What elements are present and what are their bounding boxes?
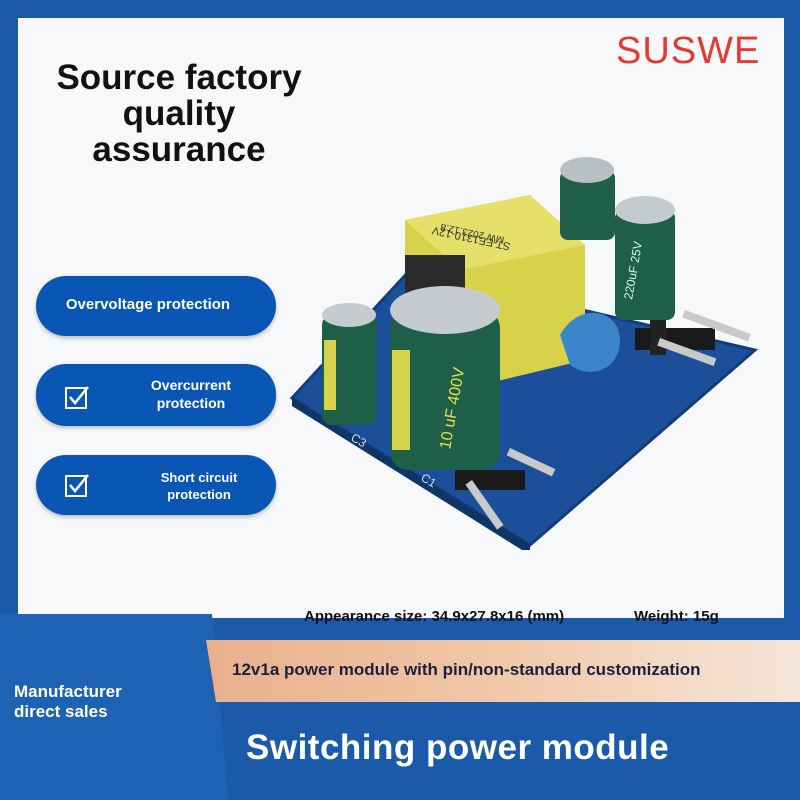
transformer-icon: ST-EE1310-12V MW 2023.12.8 bbox=[405, 195, 585, 390]
brand-logo: SUSWE bbox=[616, 30, 761, 72]
bottom-left-tab bbox=[0, 614, 228, 800]
power-module-image: ST-EE1310-12V MW 2023.12.8 220uF 25V 10 … bbox=[289, 157, 759, 550]
capacitor-icon: 220uF 25V bbox=[615, 196, 675, 320]
product-title: Switching power module bbox=[246, 728, 670, 767]
info-band-text: 12v1a power module with pin/non-standard… bbox=[232, 660, 701, 679]
y-capacitor-icon bbox=[560, 312, 620, 372]
capacitor-icon bbox=[322, 303, 377, 425]
feature-short-circuit: Short circuit protection bbox=[36, 455, 276, 515]
feature-label: Overvoltage protection bbox=[65, 296, 231, 313]
checkbox-icon bbox=[65, 474, 89, 497]
pin-header-icon bbox=[635, 309, 751, 367]
checkbox-icon bbox=[65, 386, 89, 409]
feature-label: Overcurrent protection bbox=[150, 377, 232, 411]
headline: Source factory quality assurance bbox=[44, 60, 314, 168]
headline-line-2: quality bbox=[122, 94, 236, 133]
spec-weight: Weight: 15g bbox=[634, 608, 719, 625]
pin-header-icon bbox=[455, 448, 556, 530]
feature-overvoltage: Overvoltage protection bbox=[36, 276, 276, 336]
capacitor-icon bbox=[560, 157, 615, 240]
spec-size: Appearance size: 34.9x27.8x16 (mm) bbox=[304, 608, 565, 625]
capacitor-icon: 10 uF 400V bbox=[390, 286, 500, 470]
feature-label: Short circuit protection bbox=[160, 470, 238, 502]
manufacturer-line-1: Manufacturer bbox=[14, 682, 122, 701]
manufacturer-line-2: direct sales bbox=[14, 702, 108, 721]
feature-overcurrent: Overcurrent protection bbox=[36, 364, 276, 426]
headline-line-1: Source factory bbox=[56, 58, 302, 97]
board-label: C3 bbox=[349, 430, 370, 450]
board-label: C1 bbox=[419, 470, 440, 490]
manufacturer-label: Manufacturer direct sales bbox=[14, 682, 122, 722]
headline-line-3: assurance bbox=[92, 130, 266, 169]
info-band bbox=[206, 640, 800, 702]
